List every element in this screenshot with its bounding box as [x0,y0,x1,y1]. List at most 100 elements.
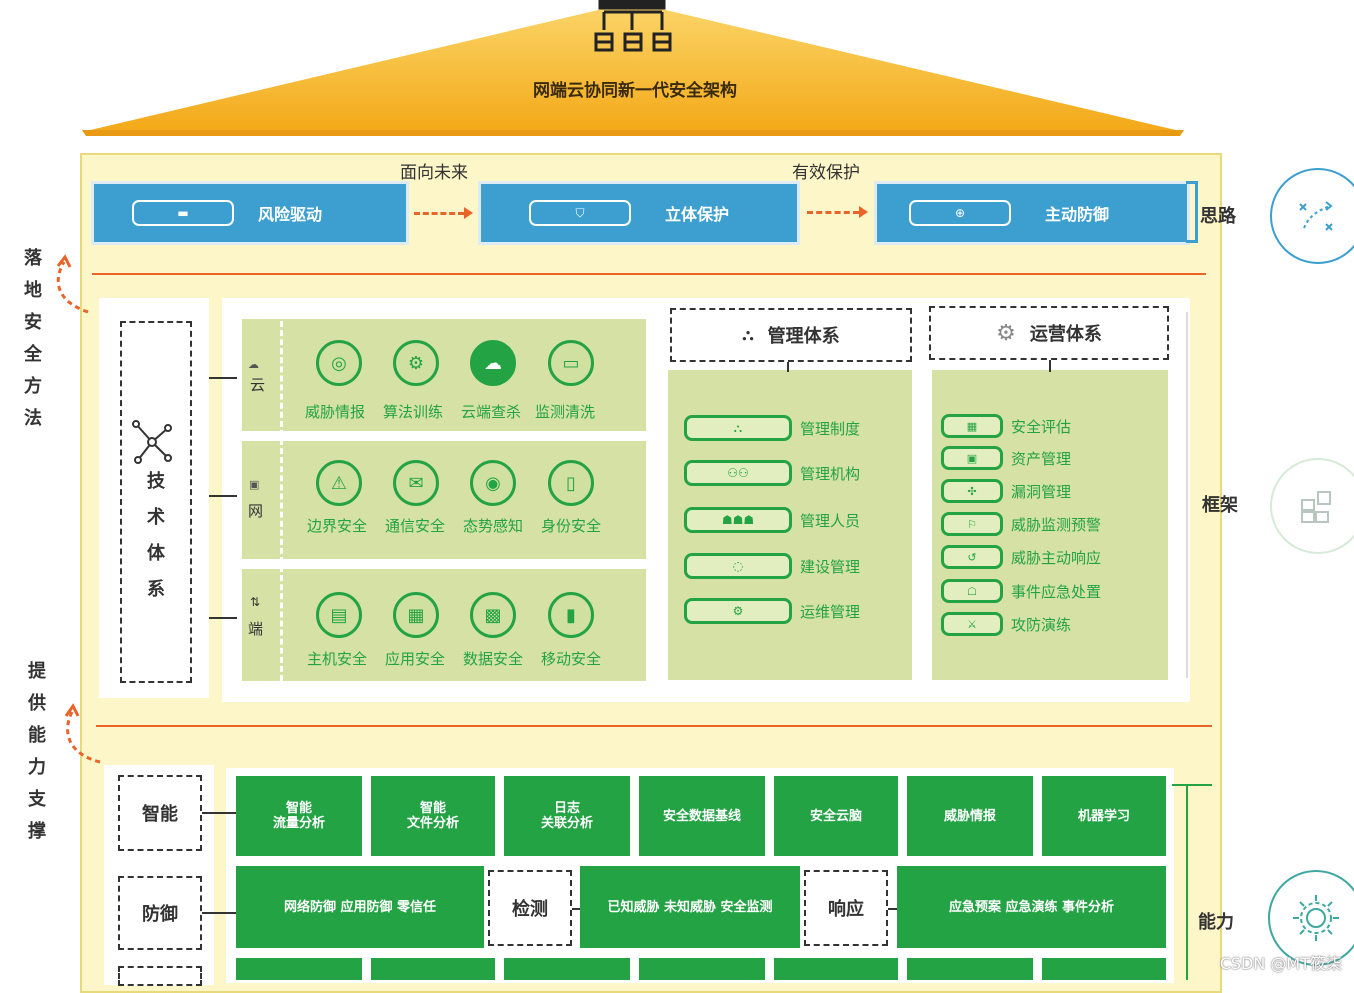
cloud-row-label: 云 [250,376,266,394]
gear-icon: ⚙ [996,320,1016,346]
future-label: 面向未来 [400,163,468,183]
tech-item: 云端查杀 [461,403,522,421]
stereo-protection-label: 立体保护 [665,205,730,224]
operations-item: ✣漏洞管理 [941,479,1071,503]
mail-icon: ✉ [393,460,439,506]
divider-line [92,273,1206,275]
smart-traffic-analysis: 智能 流量分析 [236,776,362,856]
host-icon: ▤ [316,592,362,638]
tech-item: 应用安全 [385,650,446,668]
row-separator [280,321,283,681]
respond-label: 响应 [804,870,888,946]
active-defense-label: 主动防御 [1045,205,1110,224]
org-chart-icon: ⛬ [742,325,754,344]
operations-item: ↺威胁主动响应 [941,545,1101,569]
group-icon: ⚇⚇ [684,460,792,486]
ops-icon: ⚙ [684,598,792,624]
capability-label: 能力 [1198,912,1234,933]
drill-icon: ⚔ [941,612,1003,636]
framework-label: 框架 [1202,495,1238,516]
management-item: ⚙运维管理 [684,598,860,624]
people-icon: ☗☗☗ [684,507,792,533]
asset-icon: ▣ [941,446,1003,470]
cloud-scan-icon: ☁ [470,340,516,386]
defense-label: 防御 [118,876,202,950]
arrow-connector [807,211,859,214]
intelligence-label: 智能 [118,775,202,851]
management-header: ⛬ 管理体系 [670,308,912,362]
connector-line [209,377,237,379]
tech-item: 主机安全 [307,650,368,668]
threat-intel-icon: ◎ [316,340,362,386]
stereo-protection-box: ⛉ 立体保护 [478,181,800,245]
tech-item: 身份安全 [541,517,602,535]
capability-gear-icon [1268,870,1354,966]
log-correlation: 日志 关联分析 [504,776,630,856]
risk-driven-label: 风险驱动 [258,205,323,224]
tech-item: 威胁情报 [305,403,366,421]
tech-item: 算法训练 [383,403,444,421]
divider-line [96,725,1212,727]
vulnerability-icon: ✣ [941,479,1003,503]
tech-item: 态势感知 [463,517,524,535]
strategy-icon [1270,168,1354,264]
active-defense-box: ⊕ 主动防御 [874,181,1190,245]
curved-arrow-icon [56,254,89,314]
partial-cell [236,958,362,980]
tech-system-box [120,321,192,683]
management-item: ◌建设管理 [684,553,860,579]
response-icon: ↺ [941,545,1003,569]
detect-label: 检测 [488,870,572,946]
risk-driven-box: ▬ 风险驱动 [91,181,409,245]
operations-title: 运营体系 [1029,324,1102,345]
smart-file-analysis: 智能 文件分析 [371,776,495,856]
operations-item: ▣资产管理 [941,446,1071,470]
watermark: CSDN @MT筱柒 [1219,954,1342,973]
security-baseline: 安全数据基线 [639,776,765,856]
operations-item: ▦安全评估 [941,414,1071,438]
respond-cell: 应急预案 应急演练 事件分析 [897,866,1166,948]
shield-icon: ⛉ [529,200,631,226]
id-card-icon: ▯ [548,460,594,506]
monitor-icon: ▭ [548,340,594,386]
mobile-icon: ▮ [548,592,594,638]
operations-item: ☖事件应急处置 [941,579,1101,603]
framework-icon [1270,458,1354,554]
partial-cell [371,958,495,980]
connector-line [787,362,789,372]
threat-intel-cell: 威胁情报 [907,776,1033,856]
security-cloud-brain: 安全云脑 [774,776,898,856]
tech-item: 数据安全 [463,650,524,668]
app-icon: ▦ [393,592,439,638]
connector-line [209,617,237,619]
partial-cell [774,958,898,980]
data-icon: ▩ [470,592,516,638]
framework-bracket [1186,312,1188,678]
connector-line [888,908,898,910]
tech-system-title: 技术体系 [147,471,165,600]
endpoint-icon: ⇅ [250,595,261,609]
build-icon: ◌ [684,553,792,579]
network-nodes-icon [132,420,172,464]
operations-item: ⚐威胁监测预警 [941,512,1101,536]
operations-item: ⚔攻防演练 [941,612,1071,636]
warning-icon: ⚠ [316,460,362,506]
assessment-icon: ▦ [941,414,1003,438]
tech-item: 通信安全 [385,517,446,535]
emergency-icon: ☖ [941,579,1003,603]
defense-cell: 网络防御 应用防御 零信任 [236,866,484,948]
connector-line [572,908,582,910]
globe-lock-icon: ⊕ [909,200,1011,226]
detect-cell: 已知威胁 未知威胁 安全监测 [580,866,800,948]
arrow-connector [414,212,464,215]
server-icon [594,0,672,52]
operations-header: ⚙ 运营体系 [929,306,1169,360]
curved-arrow-icon [64,703,101,764]
support-label: 提供能力支撑 [28,661,46,842]
management-title: 管理体系 [767,326,840,347]
partial-cell [907,958,1033,980]
partial-cell [504,958,630,980]
hierarchy-icon: ⛬ [684,415,792,441]
capability-box-partial [118,966,202,986]
connector-line [202,912,238,914]
